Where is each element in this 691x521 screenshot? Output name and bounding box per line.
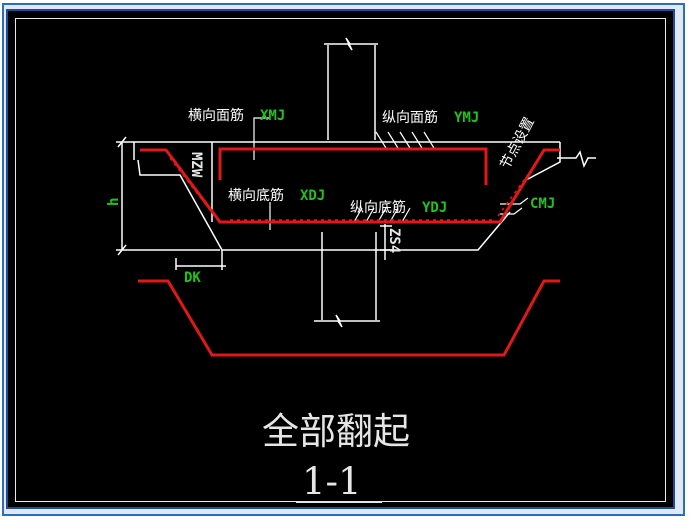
label-longitudinal-top: 纵向面筋 [382,109,438,126]
label-mzw: MZW [188,152,204,178]
label-zs4: ZS4 [386,228,402,253]
title-section: 1-1 [302,460,362,503]
label-ymj: YMJ [454,110,479,126]
title-main: 全部翻起 [262,410,410,453]
leader-lines [253,117,529,230]
label-transverse-top: 横向面筋 [188,107,244,124]
label-xdj: XDJ [300,188,325,204]
label-ydj: YDJ [422,200,447,216]
drawing-canvas [6,9,675,509]
column-top [324,37,378,140]
column-bottom [314,232,380,328]
label-h: h [106,198,122,206]
label-dk: DK [184,270,201,286]
label-longitudinal-bottom: 纵向底筋 [350,199,406,216]
slab-outline [116,136,596,270]
slope-rebar [169,157,541,221]
rebar [138,147,560,357]
label-xmj: XMJ [260,108,285,124]
label-cmj: CMJ [530,196,555,212]
label-slope-rebar: 节点设置 [497,115,537,172]
label-transverse-bottom: 横向底筋 [228,187,284,204]
